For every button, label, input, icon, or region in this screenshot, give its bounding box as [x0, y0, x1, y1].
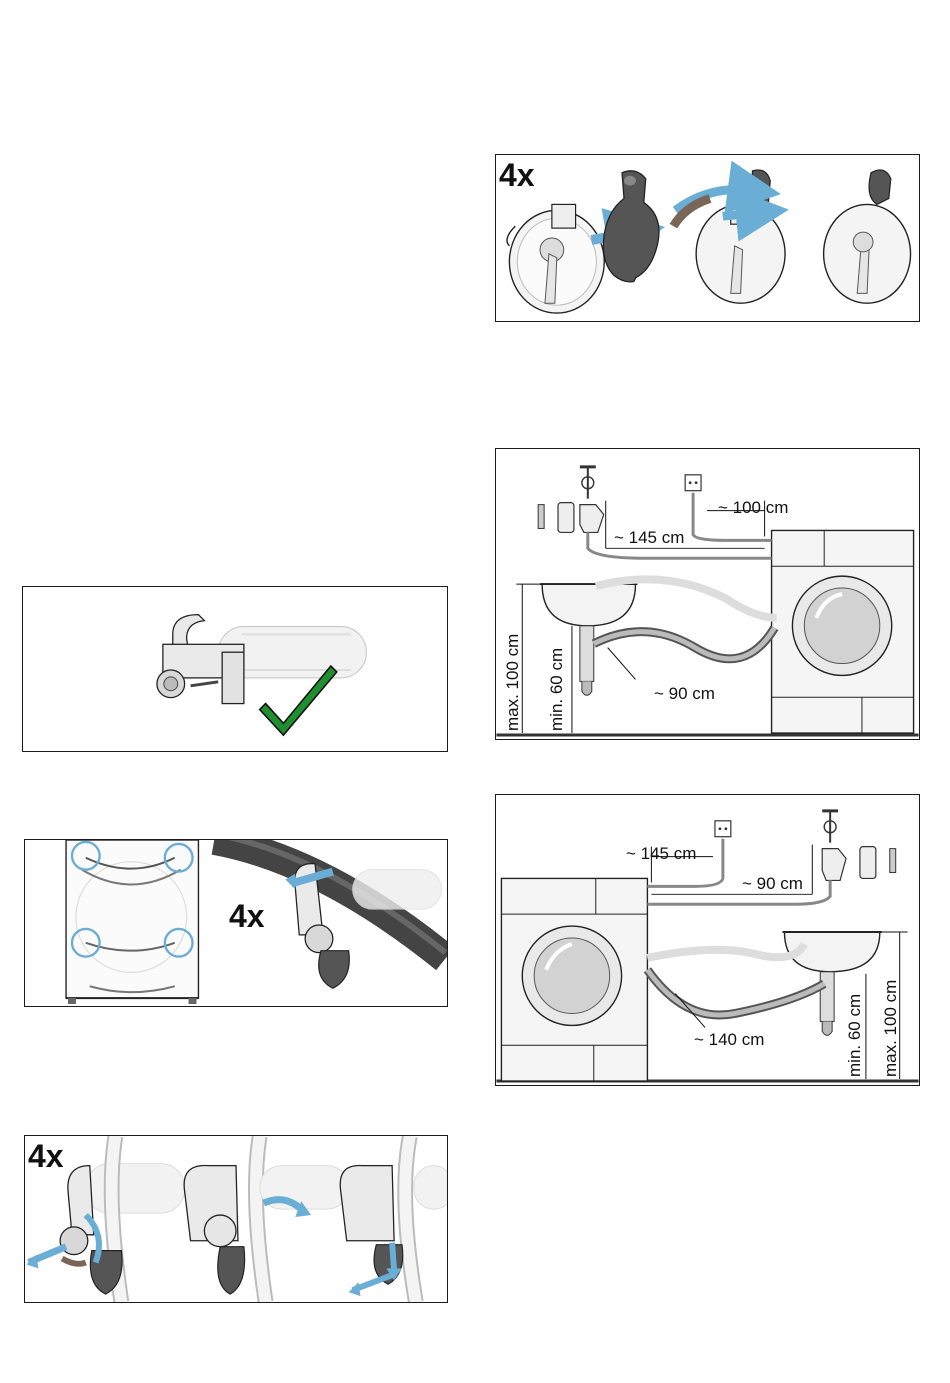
transport-cap-icon: [824, 170, 911, 303]
water-tap-icon: [822, 811, 895, 881]
remove-bolts-illustration: [25, 1136, 447, 1302]
drain-hose-length-label: ~ 140 cm: [694, 1031, 764, 1048]
tap-distance-label: ~ 145 cm: [614, 529, 684, 546]
step-count-label: 4x: [499, 159, 535, 191]
socket-distance-label: ~ 145 cm: [626, 845, 696, 862]
max-height-label: max. 100 cm: [882, 980, 899, 1077]
clamp-correct-illustration: [23, 587, 447, 751]
machine-back-icon: [66, 840, 198, 1004]
panel-fit-caps: 4x: [495, 154, 920, 322]
panel-release-hoses: 4x: [24, 839, 448, 1007]
drain-hose-length-label: ~ 90 cm: [654, 685, 715, 702]
power-socket-icon: [715, 821, 731, 837]
step-count-label: 4x: [229, 900, 265, 932]
washing-machine-icon: [772, 530, 914, 733]
water-tap-icon: [538, 467, 604, 533]
socket-distance-label: ~ 100 cm: [718, 499, 788, 516]
step-count-label: 4x: [28, 1140, 64, 1172]
max-height-label: max. 100 cm: [504, 634, 521, 731]
min-height-label: min. 60 cm: [846, 994, 863, 1077]
panel-drain-left: ~ 145 cm ~ 90 cm ~ 140 cm min. 60 cm max…: [495, 794, 920, 1086]
hose-clamp-icon: [60, 1136, 185, 1302]
cover-icon: [603, 171, 659, 282]
panel-drain-right: ~ 100 cm ~ 145 cm ~ 90 cm min. 60 cm max…: [495, 448, 920, 740]
panel-remove-bolts: 4x: [24, 1135, 448, 1303]
min-height-label: min. 60 cm: [548, 648, 565, 731]
caps-illustration: [496, 155, 919, 321]
tap-distance-label: ~ 90 cm: [742, 875, 803, 892]
transport-cap-icon: [507, 204, 604, 313]
washing-machine-icon: [501, 878, 647, 1081]
hose-clamp-icon: [184, 1136, 349, 1302]
power-socket-icon: [685, 475, 701, 491]
hose-clamp-icon: [157, 615, 366, 704]
panel-clamp-correct: [22, 586, 448, 752]
